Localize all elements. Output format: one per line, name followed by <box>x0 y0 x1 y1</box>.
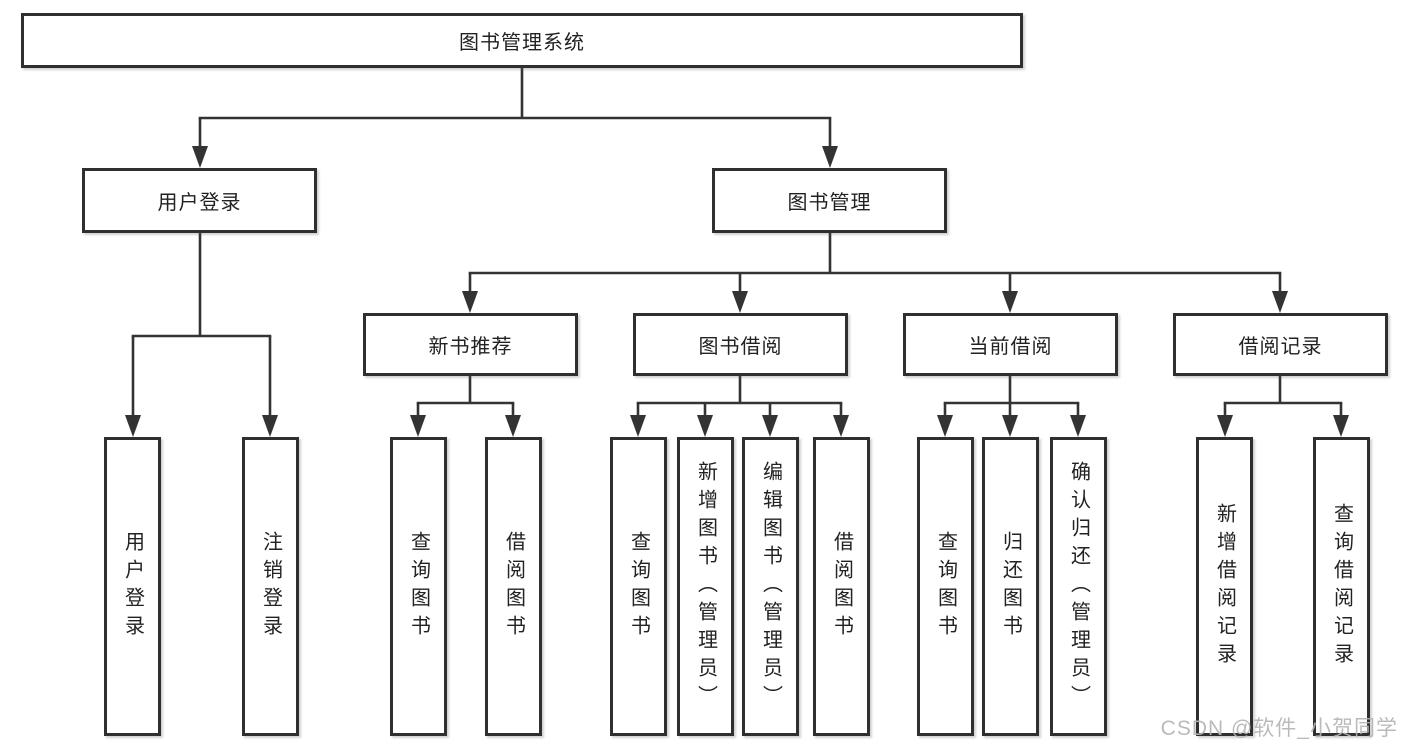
leaf-label: 编辑图书（管理员） <box>759 460 782 713</box>
node-current-borrow: 当前借阅 <box>903 313 1118 376</box>
node-new-book-recommend: 新书推荐 <box>363 313 578 376</box>
node-borrow-records: 借阅记录 <box>1173 313 1388 376</box>
leaf-confirm-return-admin: 确认归还（管理员） <box>1050 437 1107 736</box>
csdn-watermark: CSDN @软件_小贺同学 <box>1160 717 1398 740</box>
leaf-query-borrow-record: 查询借阅记录 <box>1313 437 1370 736</box>
leaf-label: 查询图书 <box>407 530 430 643</box>
leaf-query-books-recommend: 查询图书 <box>390 437 447 736</box>
leaf-label: 新增借阅记录 <box>1213 502 1236 671</box>
leaf-label: 查询图书 <box>934 530 957 643</box>
node-book-borrow: 图书借阅 <box>633 313 848 376</box>
leaf-borrow-books: 借阅图书 <box>813 437 870 736</box>
leaf-label: 借阅图书 <box>502 530 525 643</box>
leaf-return-book: 归还图书 <box>982 437 1039 736</box>
leaf-edit-book-admin: 编辑图书（管理员） <box>742 437 799 736</box>
leaf-label: 确认归还（管理员） <box>1067 460 1090 713</box>
node-root: 图书管理系统 <box>21 13 1023 68</box>
leaf-label: 注销登录 <box>259 530 282 643</box>
node-user-login: 用户登录 <box>82 168 317 233</box>
leaf-add-borrow-record: 新增借阅记录 <box>1196 437 1253 736</box>
node-book-management: 图书管理 <box>712 168 947 233</box>
leaf-add-book-admin: 新增图书（管理员） <box>677 437 734 736</box>
leaf-label: 借阅图书 <box>830 530 853 643</box>
leaf-user-login: 用户登录 <box>104 437 161 736</box>
leaf-label: 新增图书（管理员） <box>694 460 717 713</box>
leaf-label: 归还图书 <box>999 530 1022 643</box>
leaf-query-books-borrow: 查询图书 <box>610 437 667 736</box>
leaf-label: 用户登录 <box>121 530 144 643</box>
leaf-label: 查询借阅记录 <box>1330 502 1353 671</box>
leaf-query-books-current: 查询图书 <box>917 437 974 736</box>
leaf-label: 查询图书 <box>627 530 650 643</box>
leaf-logout: 注销登录 <box>242 437 299 736</box>
leaf-borrow-books-recommend: 借阅图书 <box>485 437 542 736</box>
